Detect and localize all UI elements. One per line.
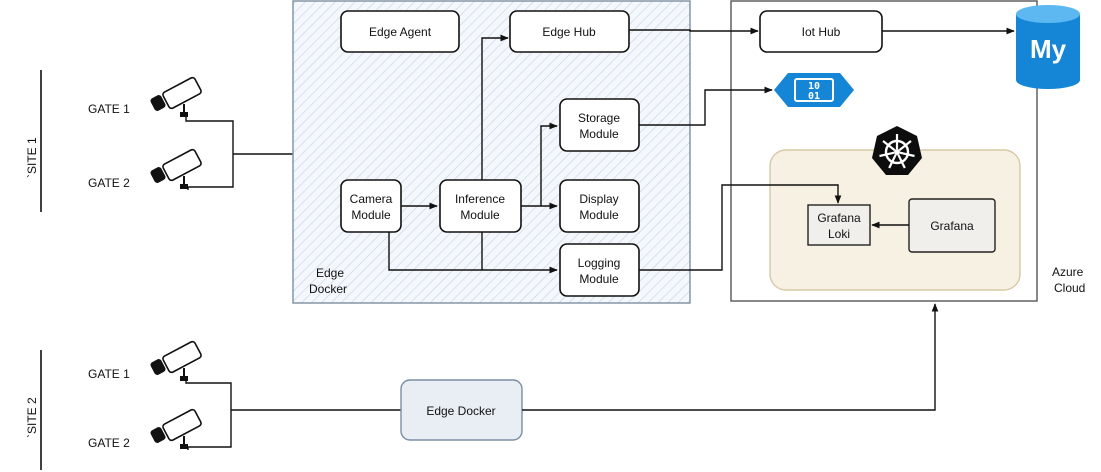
storage-module-box[interactable]: Storage Module — [559, 98, 640, 152]
mysql-database-icon: My — [1016, 5, 1080, 89]
logging-module-box[interactable]: Logging Module — [559, 243, 640, 297]
edgehub-to-iothub-arrow — [629, 27, 759, 35]
storage-module-label-1: Storage — [578, 111, 620, 125]
blob-icon-text-bottom: 01 — [808, 91, 820, 102]
azure-label-1: Azure — [1052, 265, 1084, 279]
site2-gate1-label: GATE 1 — [88, 367, 130, 381]
site2-gate2-label: GATE 2 — [88, 436, 130, 450]
logging-module-label-1: Logging — [578, 256, 621, 270]
site2-to-azure-arrow — [522, 303, 939, 411]
grafana-loki-label-2: Loki — [828, 227, 850, 241]
site1-gate1-label: GATE 1 — [88, 102, 130, 116]
edge-hub-box[interactable]: Edge Hub — [509, 10, 630, 53]
inference-module-label-2: Module — [460, 208, 500, 222]
camera-module-label-2: Module — [351, 208, 391, 222]
grafana-label: Grafana — [930, 219, 974, 233]
iot-hub-label: Iot Hub — [802, 25, 841, 39]
grafana-loki-box[interactable]: Grafana Loki — [807, 204, 871, 246]
edge-docker-label-1: Edge — [316, 266, 344, 280]
inference-module-box[interactable]: Inference Module — [439, 179, 522, 233]
camera-module-box[interactable]: Camera Module — [340, 179, 402, 233]
kubernetes-icon — [872, 126, 922, 175]
grafana-box[interactable]: Grafana — [908, 198, 996, 253]
display-module-label-1: Display — [579, 192, 618, 206]
storage-module-label-2: Module — [579, 127, 619, 141]
edge-docker-label-2: Docker — [309, 282, 347, 296]
display-module-box[interactable]: Display Module — [559, 179, 640, 233]
edge-agent-label: Edge Agent — [369, 25, 432, 39]
iot-hub-box[interactable]: Iot Hub — [759, 10, 883, 53]
camera-module-label-1: Camera — [350, 192, 393, 206]
inference-to-storage-arrow — [540, 122, 558, 206]
azure-label-2: Cloud — [1054, 281, 1085, 295]
mysql-logo-text: My — [1030, 34, 1067, 64]
site2-gate2-camera-icon — [148, 407, 204, 450]
site2-gate1-camera-icon — [148, 339, 204, 382]
display-module-label-2: Module — [579, 208, 619, 222]
site1-gate2-camera-icon — [148, 147, 204, 190]
logging-to-loki-arrow — [639, 184, 842, 271]
camera-to-logging-arrow — [388, 232, 558, 274]
grafana-loki-label-1: Grafana — [817, 211, 861, 225]
site2-edge-docker-label: Edge Docker — [426, 404, 495, 418]
site1-gate2-label: GATE 2 — [88, 176, 130, 190]
site2-label: `SITE 2 — [25, 397, 39, 438]
site1-label: `SITE 1 — [25, 137, 39, 178]
site1-camera-wiring — [185, 117, 234, 190]
inference-to-edgehub-arrow — [481, 34, 509, 180]
blob-icon-text-top: 10 — [808, 81, 820, 92]
edge-agent-box[interactable]: Edge Agent — [340, 10, 460, 53]
storage-to-blob-arrow — [639, 86, 773, 126]
site1-gate1-camera-icon — [148, 75, 204, 118]
site2-edge-docker-box[interactable]: Edge Docker — [400, 379, 523, 441]
inference-module-label-1: Inference — [455, 192, 505, 206]
logging-module-label-2: Module — [579, 272, 619, 286]
edge-hub-label: Edge Hub — [542, 25, 596, 39]
blob-storage-icon: 10 01 — [774, 73, 854, 107]
